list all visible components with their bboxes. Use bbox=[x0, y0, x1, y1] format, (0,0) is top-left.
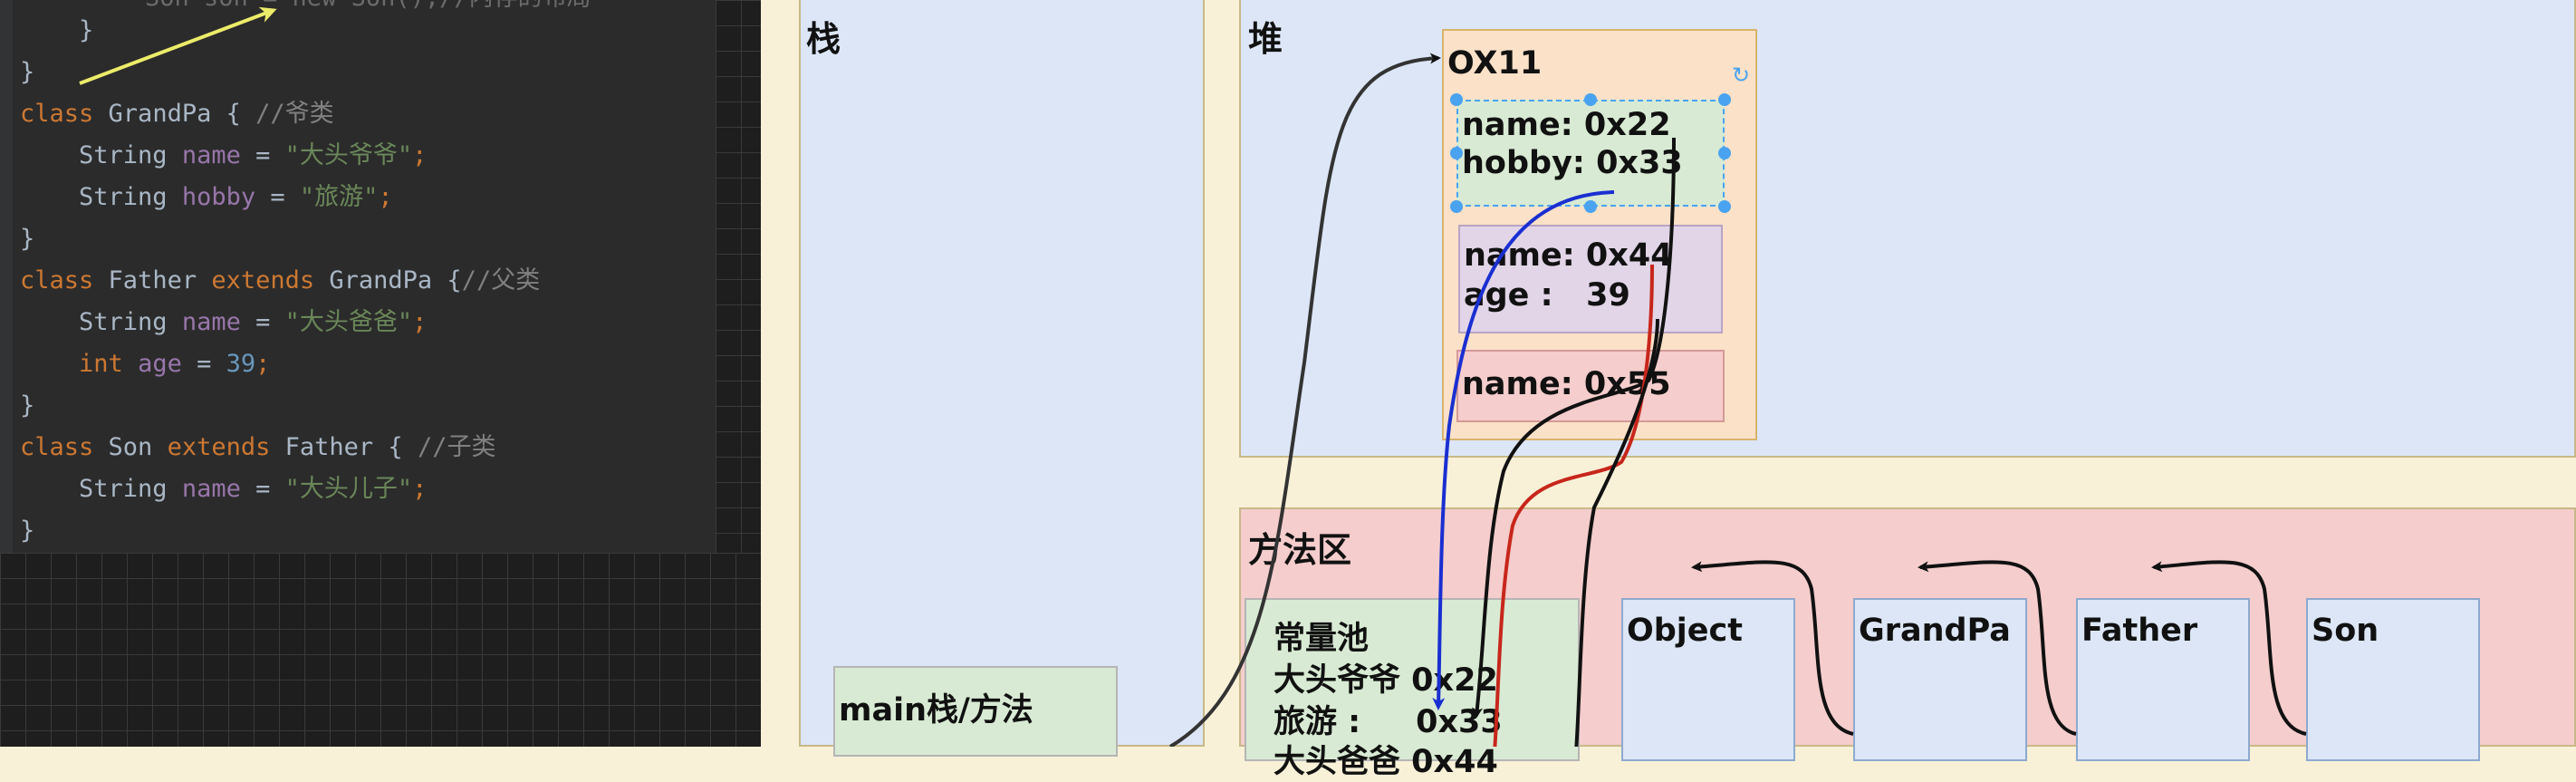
code-line: String name = "大头儿子"; bbox=[20, 471, 427, 507]
code-token: name bbox=[181, 475, 241, 503]
class-name: Object bbox=[1627, 613, 1744, 649]
selection-handle[interactable] bbox=[1584, 200, 1597, 213]
code-token: "大头爷爷" bbox=[284, 141, 413, 169]
canvas-grid-area bbox=[0, 553, 761, 747]
code-line: class Son extends Father { //子类 bbox=[20, 430, 495, 466]
code-token: Father bbox=[108, 266, 212, 294]
code-token: } bbox=[20, 391, 35, 420]
class-name: GrandPa bbox=[1859, 613, 2011, 649]
constant-pool-title: 常量池 bbox=[1274, 621, 1370, 657]
code-token: = bbox=[181, 350, 226, 378]
code-line: int age = 39; bbox=[20, 346, 270, 382]
code-line: String name = "大头爸爸"; bbox=[20, 304, 427, 341]
code-top-fragment: Son son = new Son();//内存的布局 bbox=[145, 0, 591, 16]
code-token: name bbox=[181, 308, 241, 336]
code-token: age bbox=[138, 350, 182, 378]
code-token: String bbox=[79, 475, 182, 503]
code-token: hobby bbox=[181, 183, 256, 211]
selection-handle[interactable] bbox=[1450, 147, 1463, 159]
class-box-father[interactable]: Father bbox=[2076, 598, 2250, 761]
main-frame-label: main栈/方法 bbox=[839, 692, 1033, 729]
method-area-label: 方法区 bbox=[1248, 530, 1352, 570]
father-field-name: name: 0x44 bbox=[1464, 237, 1673, 274]
selection-handle[interactable] bbox=[1450, 200, 1463, 213]
grandpa-fields-box[interactable]: name: 0x22 hobby: 0x33 bbox=[1456, 100, 1725, 207]
stack-region: 栈 main栈/方法 bbox=[799, 0, 1205, 757]
code-token: 39 bbox=[226, 350, 256, 378]
heap-region: 堆 bbox=[1239, 0, 2576, 458]
father-fields-box[interactable]: name: 0x44 age : 39 bbox=[1458, 225, 1723, 333]
class-name: Father bbox=[2081, 613, 2198, 649]
code-token: "旅游" bbox=[299, 183, 379, 211]
code-line: String name = "大头爷爷"; bbox=[20, 138, 427, 174]
code-line: } bbox=[20, 388, 34, 424]
code-token: = bbox=[240, 141, 285, 169]
code-token: extends bbox=[211, 266, 330, 294]
code-token: int bbox=[79, 350, 139, 378]
class-box-son[interactable]: Son bbox=[2306, 598, 2480, 761]
grandpa-field-hobby: hobby: 0x33 bbox=[1462, 145, 1683, 181]
selection-handle[interactable] bbox=[1584, 93, 1597, 106]
code-token: class bbox=[20, 266, 109, 294]
code-line: } bbox=[20, 513, 34, 549]
code-editor: Son son = new Son();//内存的布局 }} class Gran… bbox=[0, 0, 716, 553]
selection-handle[interactable] bbox=[1450, 93, 1463, 106]
selection-handle[interactable] bbox=[1718, 200, 1731, 213]
code-line: String hobby = "旅游"; bbox=[20, 179, 393, 216]
code-token: //子类 bbox=[417, 433, 496, 461]
constant-pool-entry: 大头爷爷 0x22 bbox=[1274, 662, 1498, 699]
rotate-handle-icon[interactable]: ↻ bbox=[1732, 63, 1751, 88]
code-line: class GrandPa { //爷类 bbox=[20, 96, 334, 132]
code-line: } bbox=[20, 221, 34, 257]
code-token: Father { bbox=[284, 433, 418, 461]
object-address: OX11 bbox=[1447, 45, 1543, 82]
stack-label: 栈 bbox=[806, 19, 841, 59]
code-token: } bbox=[20, 517, 35, 545]
code-token: String bbox=[79, 308, 182, 336]
son-fields-box[interactable]: name: 0x55 bbox=[1456, 350, 1725, 422]
code-token: "大头爸爸" bbox=[284, 308, 413, 336]
code-token: = bbox=[240, 308, 285, 336]
selection-handle[interactable] bbox=[1718, 147, 1731, 159]
class-box-object[interactable]: Object bbox=[1621, 598, 1795, 761]
class-box-grandpa[interactable]: GrandPa bbox=[1853, 598, 2027, 761]
selection-handle[interactable] bbox=[1718, 93, 1731, 106]
code-token: ; bbox=[255, 350, 271, 378]
father-field-age: age : 39 bbox=[1464, 277, 1630, 314]
canvas-grid-strip bbox=[716, 0, 761, 553]
code-token: ; bbox=[378, 183, 393, 211]
code-token: class bbox=[20, 433, 109, 461]
code-token: String bbox=[79, 183, 182, 211]
code-token: //爷类 bbox=[255, 100, 334, 128]
code-line: } bbox=[20, 54, 34, 91]
code-token: } bbox=[20, 225, 35, 253]
constant-pool-box[interactable]: 常量池 大头爷爷 0x22 旅游 : 0x33 大头爸爸 0x44 bbox=[1245, 598, 1580, 780]
grandpa-field-name: name: 0x22 bbox=[1462, 107, 1671, 143]
code-token: class bbox=[20, 100, 109, 128]
class-name: Son bbox=[2312, 613, 2379, 649]
code-token: } bbox=[79, 16, 94, 44]
code-line: } bbox=[20, 13, 93, 49]
heap-object-ox11[interactable]: OX11 name: 0x22 hobby: 0x33 name: 0x44 a… bbox=[1442, 29, 1757, 440]
code-token: Son bbox=[108, 433, 168, 461]
main-stack-frame[interactable]: main栈/方法 bbox=[833, 666, 1118, 757]
editor-gutter bbox=[0, 0, 13, 553]
code-token: } bbox=[20, 58, 35, 86]
code-token: extends bbox=[167, 433, 285, 461]
heap-label: 堆 bbox=[1248, 19, 1283, 59]
code-token: "大头儿子" bbox=[284, 475, 413, 503]
constant-pool-entry: 大头爸爸 0x44 bbox=[1274, 744, 1498, 780]
son-field-name: name: 0x55 bbox=[1462, 366, 1671, 402]
code-token: ; bbox=[412, 308, 428, 336]
code-token: //父类 bbox=[461, 266, 541, 294]
code-token: name bbox=[181, 141, 241, 169]
code-token: ; bbox=[412, 475, 428, 503]
code-token: ; bbox=[412, 141, 428, 169]
code-token: = bbox=[240, 475, 285, 503]
code-token: String bbox=[79, 141, 182, 169]
code-token: GrandPa { bbox=[329, 266, 462, 294]
code-token: GrandPa { bbox=[108, 100, 256, 128]
code-line: class Father extends GrandPa {//父类 bbox=[20, 263, 540, 299]
code-token: = bbox=[255, 183, 300, 211]
